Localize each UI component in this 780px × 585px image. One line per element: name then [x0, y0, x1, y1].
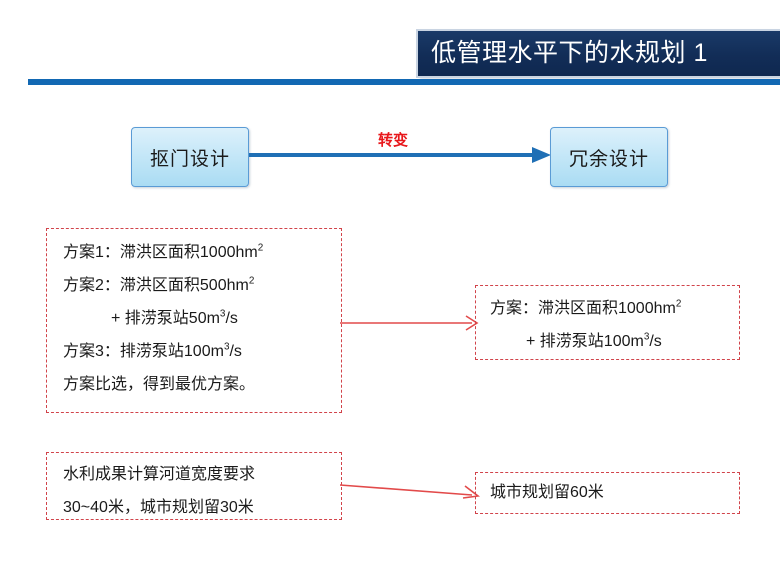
city-planning-box: 城市规划留60米 [475, 472, 740, 514]
result-line-1: 方案：滞洪区面积1000hm2 [490, 298, 682, 317]
river-width-box: 水利成果计算河道宽度要求 30~40米，城市规划留30米 [46, 452, 342, 520]
option-line-3: 方案3：排涝泵站100m3/s [63, 341, 242, 360]
city-line-1: 城市规划留60米 [490, 484, 604, 501]
result-line-2: + 排涝泵站100m3/s [526, 331, 662, 350]
connector-arrow-upper [340, 315, 479, 331]
flow-arrow-icon [249, 147, 551, 163]
title-underline-rule [28, 79, 780, 85]
river-line-2: 30~40米，城市规划留30米 [63, 499, 254, 516]
option-line-2-continuation: + 排涝泵站50m3/s [111, 308, 238, 327]
page-title: 低管理水平下的水规划 1 [431, 39, 708, 67]
connector-arrow-lower [340, 484, 481, 499]
option-line-1: 方案1：滞洪区面积1000hm2 [63, 242, 264, 261]
flow-box-source-label: 抠门设计 [149, 148, 230, 170]
flow-box-target-label: 冗余设计 [568, 148, 649, 170]
options-box: 方案1：滞洪区面积1000hm2 方案2：滞洪区面积500hm2 + 排涝泵站5… [46, 228, 342, 413]
flow-box-target[interactable]: 冗余设计 [550, 127, 668, 187]
result-box: 方案：滞洪区面积1000hm2 + 排涝泵站100m3/s [475, 285, 740, 360]
flow-box-source[interactable]: 抠门设计 [131, 127, 249, 187]
flow-arrow-label: 转变 [378, 132, 409, 149]
option-line-conclusion: 方案比选，得到最优方案。 [63, 376, 256, 393]
river-line-1: 水利成果计算河道宽度要求 [63, 466, 256, 483]
slide-title-bar: 低管理水平下的水规划 1 [418, 31, 780, 76]
option-line-2: 方案2：滞洪区面积500hm2 [63, 275, 255, 294]
